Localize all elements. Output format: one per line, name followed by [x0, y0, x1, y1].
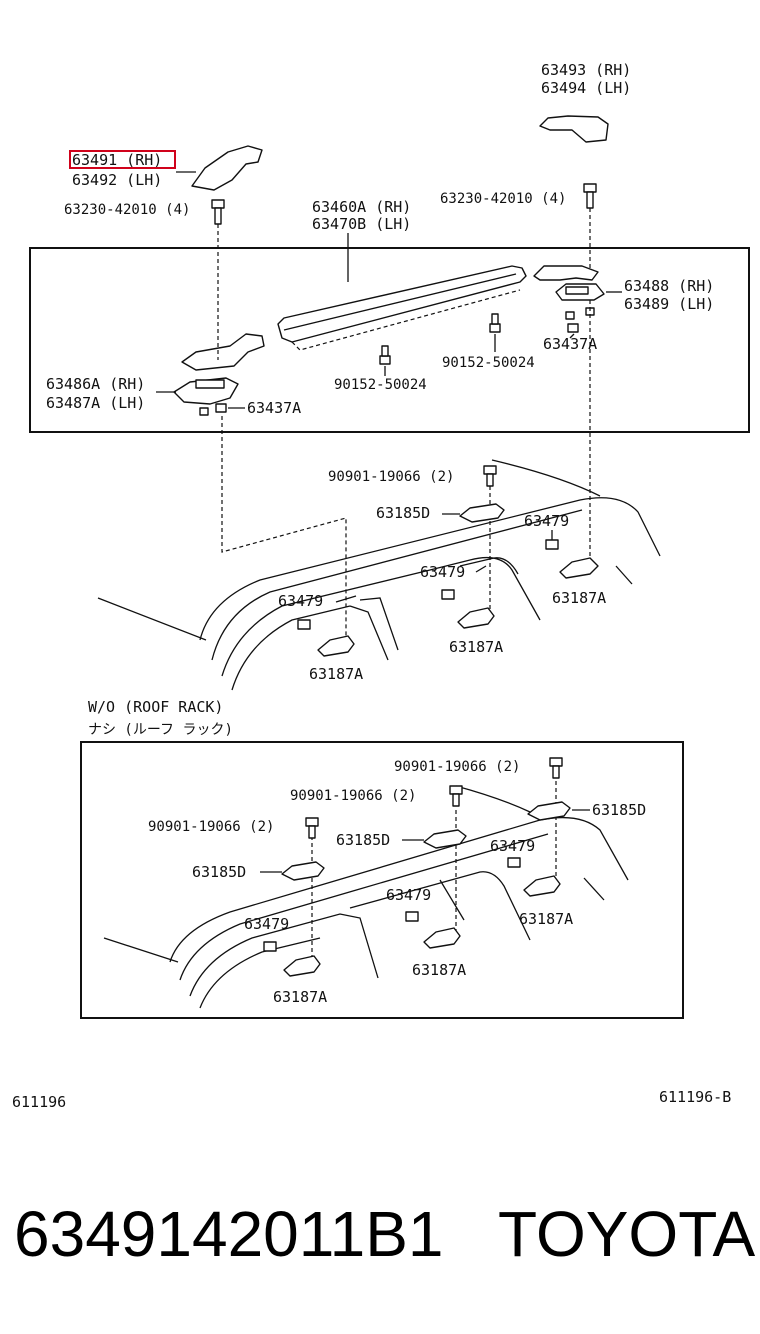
- caption-no-roof-rack-jp: ナシ (ルーフ ラック): [88, 722, 233, 738]
- label-63494: 63494 (LH): [541, 79, 631, 97]
- label-bolt-90901: 90901-19066 (2): [328, 469, 454, 485]
- vehicle-roof-outline: [97, 459, 661, 691]
- rail-leg-front-part[interactable]: [181, 333, 265, 371]
- label-bolt-c: 90901-19066 (2): [148, 819, 274, 835]
- bolt-right-part[interactable]: [583, 183, 597, 209]
- bracket-63187a-lower-a-part[interactable]: [523, 875, 561, 897]
- assembly-dash-3: [221, 416, 347, 640]
- bracket-63187a-b-part[interactable]: [457, 607, 495, 629]
- label-63187a-b: 63187A: [449, 638, 503, 656]
- label-63185d-a: 63185D: [592, 801, 646, 819]
- label-63479-c: 63479: [278, 592, 323, 610]
- vehicle-roof-outline-lower: [103, 785, 629, 1009]
- base-slot-front: [195, 379, 225, 389]
- roof-rail-part[interactable]: [277, 265, 527, 343]
- label-63493: 63493 (RH): [541, 61, 631, 79]
- label-63185d-c: 63185D: [192, 863, 246, 881]
- retainer-63185d-b-part[interactable]: [423, 829, 467, 849]
- roof-rack-frame: [29, 247, 750, 433]
- no-roof-rack-frame: [80, 741, 684, 1019]
- clip-63479-a-part[interactable]: [545, 539, 559, 550]
- retainer-63185d-a-part[interactable]: [527, 801, 571, 821]
- label-63486a: 63486A (RH): [46, 375, 145, 393]
- label-63470b: 63470B (LH): [312, 215, 411, 233]
- bolt-c-part[interactable]: [305, 817, 319, 839]
- caption-no-roof-rack-en: W/O (ROOF RACK): [88, 698, 223, 716]
- label-63187a-a: 63187A: [552, 589, 606, 607]
- bracket-63187a-lower-c-part[interactable]: [283, 955, 321, 977]
- label-63460a: 63460A (RH): [312, 198, 411, 216]
- clip-63479-lower-c-part[interactable]: [263, 941, 277, 952]
- label-63187a-lower-a: 63187A: [519, 910, 573, 928]
- label-bolt-left: 63230-42010 (4): [64, 202, 190, 218]
- rail-bottom-dash: [291, 289, 521, 351]
- label-63437a-left: 63437A: [247, 399, 301, 417]
- label-bolt-a: 90901-19066 (2): [394, 759, 520, 775]
- label-63479-lower-b: 63479: [386, 886, 431, 904]
- retainer-63185d-c-part[interactable]: [281, 861, 325, 881]
- bolt-90901-part[interactable]: [483, 465, 497, 487]
- nut-63437a-left-part[interactable]: [199, 403, 227, 416]
- clip-90152-left-part[interactable]: [379, 345, 391, 365]
- label-63491: 63491 (RH): [72, 151, 162, 169]
- bracket-63187a-c-part[interactable]: [317, 635, 355, 657]
- end-cover-rear-part[interactable]: [539, 115, 609, 143]
- clip-63479-lower-b-part[interactable]: [405, 911, 419, 922]
- label-63187a-c: 63187A: [309, 665, 363, 683]
- figure-code-left: 611196: [12, 1093, 66, 1111]
- footer-brand: TOYOTA: [498, 1198, 756, 1270]
- label-63492: 63492 (LH): [72, 171, 162, 189]
- label-63489: 63489 (LH): [624, 295, 714, 313]
- label-63185d-b: 63185D: [336, 831, 390, 849]
- rail-edge-line: [283, 273, 517, 331]
- label-bolt-b: 90901-19066 (2): [290, 788, 416, 804]
- label-63487a: 63487A (LH): [46, 394, 145, 412]
- leader-63437a-right: [569, 333, 575, 339]
- base-slot-rear: [565, 286, 589, 295]
- label-63479-lower-a: 63479: [490, 837, 535, 855]
- label-63479-lower-c: 63479: [244, 915, 289, 933]
- label-63187a-lower-b: 63187A: [412, 961, 466, 979]
- label-63437a-right: 63437A: [543, 335, 597, 353]
- clip-63479-c-part[interactable]: [297, 619, 311, 630]
- clip-63479-b-part[interactable]: [441, 589, 455, 600]
- bolt-left-part[interactable]: [211, 199, 225, 225]
- roof-rack-section: 63493 (RH) 63494 (LH) 63491 (RH) 63492 (…: [29, 61, 750, 691]
- leader-63479-c: [335, 595, 357, 603]
- label-63187a-lower-c: 63187A: [273, 988, 327, 1006]
- label-bolt-right: 63230-42010 (4): [440, 191, 566, 207]
- no-roof-rack-section: W/O (ROOF RACK) ナシ (ルーフ ラック) 90901-19066…: [80, 698, 684, 1019]
- label-63185d: 63185D: [376, 504, 430, 522]
- label-90152-left: 90152-50024: [334, 377, 427, 393]
- bolt-a-part[interactable]: [549, 757, 563, 779]
- bracket-63187a-lower-b-part[interactable]: [423, 927, 461, 949]
- leader-63479-b: [475, 565, 487, 573]
- clip-63479-lower-a-part[interactable]: [507, 857, 521, 868]
- highlight-box-63491: [69, 150, 176, 169]
- footer-part-number: 6349142011B1: [14, 1198, 443, 1270]
- bolt-b-part[interactable]: [449, 785, 463, 807]
- rail-leg-rear-part[interactable]: [533, 265, 599, 281]
- label-63479-a: 63479: [524, 512, 569, 530]
- figure-code-right: 611196-B: [659, 1088, 731, 1106]
- end-cover-front-part[interactable]: [191, 145, 263, 191]
- bracket-63187a-a-part[interactable]: [559, 557, 599, 579]
- label-90152-right: 90152-50024: [442, 355, 535, 371]
- retainer-63185d-part[interactable]: [459, 503, 505, 523]
- label-63479-b: 63479: [420, 563, 465, 581]
- label-63488: 63488 (RH): [624, 277, 714, 295]
- clip-90152-right-part[interactable]: [489, 313, 501, 333]
